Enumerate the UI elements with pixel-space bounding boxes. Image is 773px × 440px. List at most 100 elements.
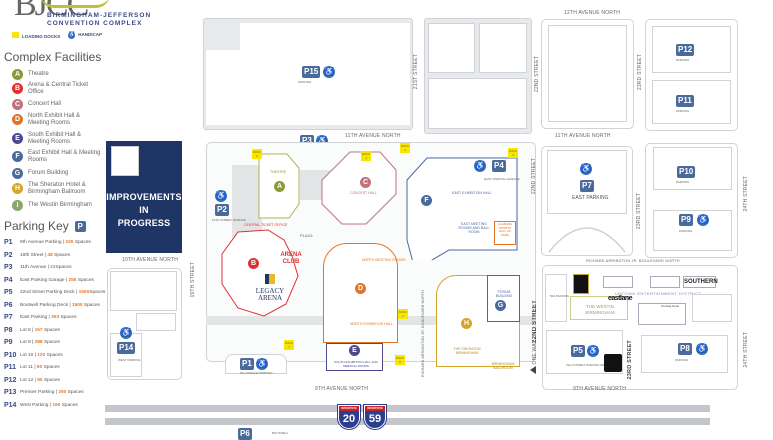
street-23rd-mid: 23RD STREET	[636, 193, 642, 230]
logo-swoosh	[40, 0, 110, 8]
parking-marker-p7[interactable]: P7	[580, 180, 594, 192]
garage-502	[545, 274, 567, 322]
p12-sublabel: PARKING	[676, 58, 690, 62]
handicap-icon: ♿	[120, 327, 132, 339]
westin-label: THE WESTIN BIRMINGHAM	[585, 304, 615, 315]
street-12th-avenue: 12TH AVENUE NORTH	[564, 10, 621, 16]
lot-p15-extension	[206, 50, 246, 125]
sub-block	[692, 294, 732, 322]
facility-marker-c[interactable]: C	[360, 177, 371, 188]
forum-building-outline[interactable]	[487, 275, 520, 322]
legacy-arena-outline[interactable]	[218, 228, 308, 318]
p6-sublabel: BOUTWELL	[272, 431, 289, 435]
east-meeting-rooms-label: EAST MEETING ROOMS AND BALL ROOM	[458, 222, 490, 234]
east-parking-label: EAST PARKING	[572, 195, 609, 201]
handicap-icon: ♿	[474, 160, 486, 172]
legend-loading-docks: LOADING DOCKS	[12, 32, 60, 39]
loading-dock-1: DOCK 1	[361, 151, 371, 161]
sub-block	[548, 25, 627, 122]
sub-block	[428, 23, 475, 73]
street-9th-avenue-left: 9TH AVENUE NORTH	[315, 386, 369, 392]
parking-p-icon: P	[74, 220, 86, 232]
parking-marker-p15[interactable]: P15	[302, 66, 321, 78]
street-11th-avenue-right: 11TH AVENUE NORTH	[555, 133, 611, 139]
handicap-icon: ♿	[587, 345, 599, 357]
parking-marker-p14[interactable]: P14	[117, 342, 136, 354]
loading-dock-4: DOCK 4	[400, 143, 410, 153]
facility-letter-icon: A	[12, 69, 23, 80]
p15-sublabel: PARKING	[298, 80, 312, 84]
concert-hall-label: CONCERT HALL	[350, 191, 377, 195]
logo-line-1: BIRMINGHAM-JEFFERSON	[47, 12, 152, 19]
parking-marker-p9[interactable]: P9	[679, 214, 693, 226]
parking-marker-p2[interactable]: P2	[215, 204, 229, 216]
improvements-in-progress-block: IMPROVEMENTS IN PROGRESS	[106, 141, 182, 253]
street-richard-arrington-blvd: RICHARD ARRINGTON JR. BOULEVARD NORTH	[586, 259, 680, 263]
handicap-icon: ♿	[323, 66, 335, 78]
westin-outline[interactable]	[570, 296, 628, 320]
parking-marker-p5[interactable]: P5	[571, 345, 585, 357]
east-exhibit-hall-outline[interactable]	[405, 150, 525, 260]
parking-marker-p8[interactable]: P8	[678, 343, 692, 355]
street-richard-arrington-vertical: RICHARD ARRINGTON JR. BOULEVARD NORTH	[421, 290, 425, 377]
p9-sublabel: PARKING	[679, 229, 693, 233]
facility-marker-e[interactable]: E	[349, 345, 360, 356]
p1-sublabel: 9TH AVENUE PARKING	[240, 371, 273, 375]
handicap-icon: ♿	[697, 214, 709, 226]
arch-outline	[548, 227, 626, 253]
central-ticket-office-label: CENTRAL TICKET OFFICE	[244, 223, 288, 227]
plaza-label: PLAZA	[300, 233, 313, 238]
parking-marker-p6[interactable]: P6	[238, 428, 252, 440]
sub-block	[428, 78, 527, 129]
arena-club-label: ARENA CLUB	[280, 252, 302, 265]
parking-marker-p1[interactable]: P1	[240, 358, 254, 370]
p4-sublabel: EAST PARKING GARAGE	[484, 177, 520, 181]
lot-p14[interactable]	[110, 333, 142, 377]
p8-sublabel: PARKING	[675, 358, 689, 362]
concert-hall-outline[interactable]	[320, 150, 400, 228]
street-24th-top: 24TH STREET	[743, 176, 749, 212]
facility-marker-b[interactable]: B	[248, 258, 259, 269]
facility-marker-g[interactable]: G	[495, 300, 506, 311]
lot-p9[interactable]	[653, 210, 732, 251]
parking-marker-p4[interactable]: P4	[492, 160, 506, 172]
facility-marker-a[interactable]: A	[274, 181, 285, 192]
p10-sublabel: PARKING	[676, 180, 690, 184]
logo-text: BIRMINGHAM-JEFFERSON CONVENTION COMPLEX	[47, 12, 151, 28]
sub-block	[110, 271, 177, 311]
street-24th-low: 24TH STREET	[743, 332, 749, 368]
loading-dock-5: DOCK 5	[395, 355, 405, 365]
hall-of-fame-label: ALABAMA SPORTS HALL OF FAME	[497, 222, 513, 237]
map-legend: LOADING DOCKS ♿HANDICAP	[12, 32, 102, 39]
uptown-district-label: UPTOWN ENTERTAINMENT DISTRICT	[615, 291, 702, 296]
street-11th-avenue-left: 11TH AVENUE NORTH	[345, 133, 401, 139]
interstate-lane-top	[105, 405, 710, 412]
facility-marker-f[interactable]: F	[421, 195, 432, 206]
loading-dock-3: DOCK 3	[508, 148, 518, 158]
east-exhibition-hall-label: EAST EXHIBITION HALL	[452, 191, 492, 195]
facility-letter-icon: G	[12, 168, 23, 179]
facility-marker-d[interactable]: D	[355, 283, 366, 294]
sub-block	[479, 23, 527, 73]
facility-marker-h[interactable]: H	[461, 318, 472, 329]
alabama-sports-hall-of-fame[interactable]	[494, 221, 516, 245]
handicap-icon: ♿	[215, 190, 227, 202]
facility-letter-icon: E	[12, 133, 23, 144]
sheraton-label: THE SHERATON BIRMINGHAM	[453, 347, 481, 355]
facility-letter-icon: C	[12, 99, 23, 110]
p5-sublabel: 22nd STREET PARKING DECK	[566, 363, 609, 367]
parking-marker-p11[interactable]: P11	[676, 95, 694, 107]
parking-marker-p12[interactable]: P12	[676, 44, 695, 56]
eastlane-logo: eastlane	[608, 295, 633, 302]
parking-marker-p10[interactable]: P10	[677, 166, 696, 178]
handicap-icon: ♿	[696, 343, 708, 355]
south-exhibition-label: SOUTH EXHIBITION HALL AND MEETING ROOMS	[334, 360, 378, 368]
